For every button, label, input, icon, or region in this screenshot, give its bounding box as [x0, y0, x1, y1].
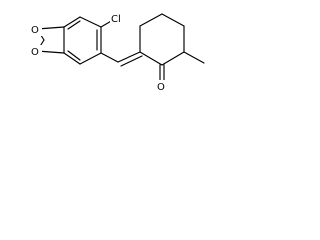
bond-cyclohexane-3	[161, 13, 185, 27]
o-ketone-label-background	[155, 80, 168, 93]
bond-cyclohexane-6	[139, 51, 163, 66]
oxygen-ketone-atom-label: O	[157, 82, 165, 93]
bond-cyclohexane-5	[161, 51, 185, 66]
bond-aryl-vinyl	[100, 52, 119, 63]
bond-benzene-4	[79, 52, 102, 65]
bond-benzene-2	[79, 16, 102, 28]
bond-cyclohexane-2	[139, 13, 163, 27]
oxygen-bottom-atom-label: O	[31, 47, 39, 58]
chemical-structure-diagram: Cl O O O	[30, 10, 205, 93]
oxygen-top-atom-label: O	[31, 25, 39, 36]
bond-methyl	[183, 51, 205, 64]
bond-benzene-5	[63, 52, 81, 65]
atom-labels: Cl O O O	[30, 10, 168, 93]
o-bottom-label-background	[30, 45, 42, 58]
chlorine-atom-label: Cl	[111, 14, 121, 25]
cl-label-background	[110, 10, 129, 24]
bond-benzene-1-inner	[67, 20, 81, 30]
bond-benzene-1	[63, 16, 81, 28]
o-top-label-background	[30, 23, 42, 36]
bond-vinyl-ring-inner	[120, 55, 143, 67]
bond-vinyl-ring	[117, 51, 141, 63]
bond-benzene-5-inner	[67, 50, 81, 61]
